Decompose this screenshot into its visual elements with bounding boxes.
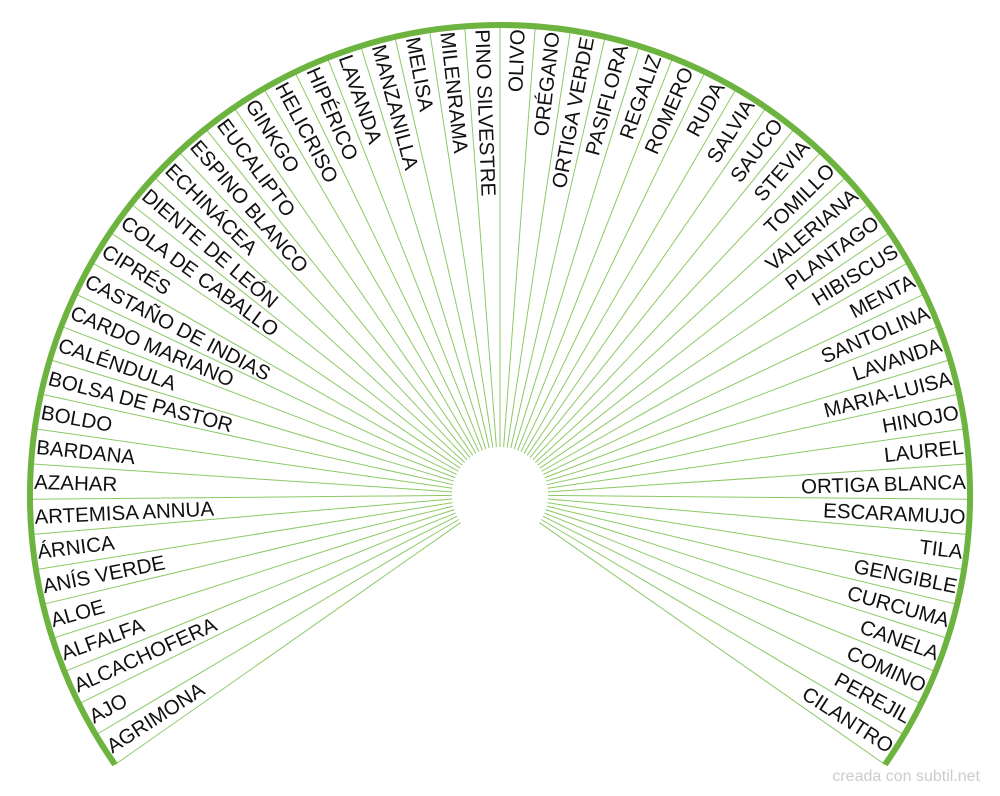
- spoke-line: [503, 26, 536, 448]
- spoke-line: [532, 151, 822, 461]
- spoke-line: [541, 262, 909, 472]
- spoke-line: [34, 428, 453, 489]
- spoke-line: [78, 515, 458, 705]
- spoke-line: [75, 293, 457, 475]
- spoke-line: [523, 88, 737, 454]
- spoke-line: [539, 231, 891, 469]
- spoke-line: [547, 494, 970, 500]
- spoke-line: [546, 505, 958, 605]
- segment-label: LAUREL: [883, 436, 965, 467]
- spoke-line: [263, 88, 477, 454]
- spoke-line: [545, 509, 948, 639]
- spoke-line: [61, 325, 456, 479]
- segment-label: TILA: [918, 536, 964, 564]
- spoke-line: [64, 512, 456, 673]
- spoke-line: [153, 176, 465, 463]
- spoke-line: [95, 519, 459, 736]
- spoke-line: [360, 45, 487, 450]
- segment-label: AJO: [85, 689, 131, 728]
- spoke-line: [130, 203, 463, 466]
- spoke-line: [506, 30, 571, 448]
- spoke-line: [233, 107, 474, 456]
- spoke-line: [178, 151, 468, 461]
- segment-label: ARTEMISA ANNUA: [34, 498, 215, 529]
- spoke-line: [537, 203, 870, 466]
- spoke-line: [539, 522, 886, 765]
- spoke-line: [513, 45, 640, 450]
- spoke-line: [520, 71, 706, 453]
- spoke-line: [543, 293, 925, 475]
- spoke-line: [547, 498, 969, 536]
- segment-label: OLIVO: [504, 29, 529, 92]
- spokes: [30, 25, 970, 765]
- spoke-line: [326, 57, 483, 451]
- spoke-line: [40, 393, 454, 486]
- spoke-line: [35, 502, 453, 571]
- spoke-line: [545, 359, 951, 482]
- spoke-line: [544, 512, 936, 673]
- spoke-line: [30, 463, 453, 493]
- spoke-line: [109, 231, 461, 469]
- segment-label: PINO SILVESTRE: [470, 29, 499, 197]
- spoke-line: [52, 509, 455, 639]
- spoke-line: [42, 505, 454, 605]
- spoke-line: [114, 522, 461, 765]
- spoke-line: [91, 262, 459, 472]
- spoke-line: [542, 515, 922, 705]
- spoke-line: [464, 26, 497, 448]
- outer-arc: [27, 21, 973, 767]
- spoke-line: [547, 502, 965, 571]
- spoke-line: [394, 36, 490, 449]
- spoke-line: [547, 428, 966, 489]
- segment-label: ORTIGA BLANCA: [801, 471, 967, 499]
- spoke-line: [294, 71, 480, 453]
- spoke-line: [510, 36, 606, 449]
- spoke-line: [49, 359, 455, 482]
- spoke-line: [205, 128, 471, 458]
- segment-label: AZAHAR: [34, 471, 118, 496]
- spoke-line: [429, 30, 494, 448]
- spoke-line: [517, 57, 674, 451]
- watermark: creada con subtil.net: [832, 768, 980, 785]
- spoke-line: [30, 494, 453, 500]
- spoke-line: [544, 325, 939, 479]
- spoke-line: [529, 128, 795, 458]
- spoke-line: [535, 176, 847, 463]
- segment-label: HINOJO: [880, 401, 960, 437]
- spoke-line: [546, 393, 960, 486]
- spoke-line: [547, 463, 970, 493]
- spoke-line: [541, 519, 905, 736]
- spoke-line: [526, 107, 767, 456]
- spoke-line: [31, 498, 453, 536]
